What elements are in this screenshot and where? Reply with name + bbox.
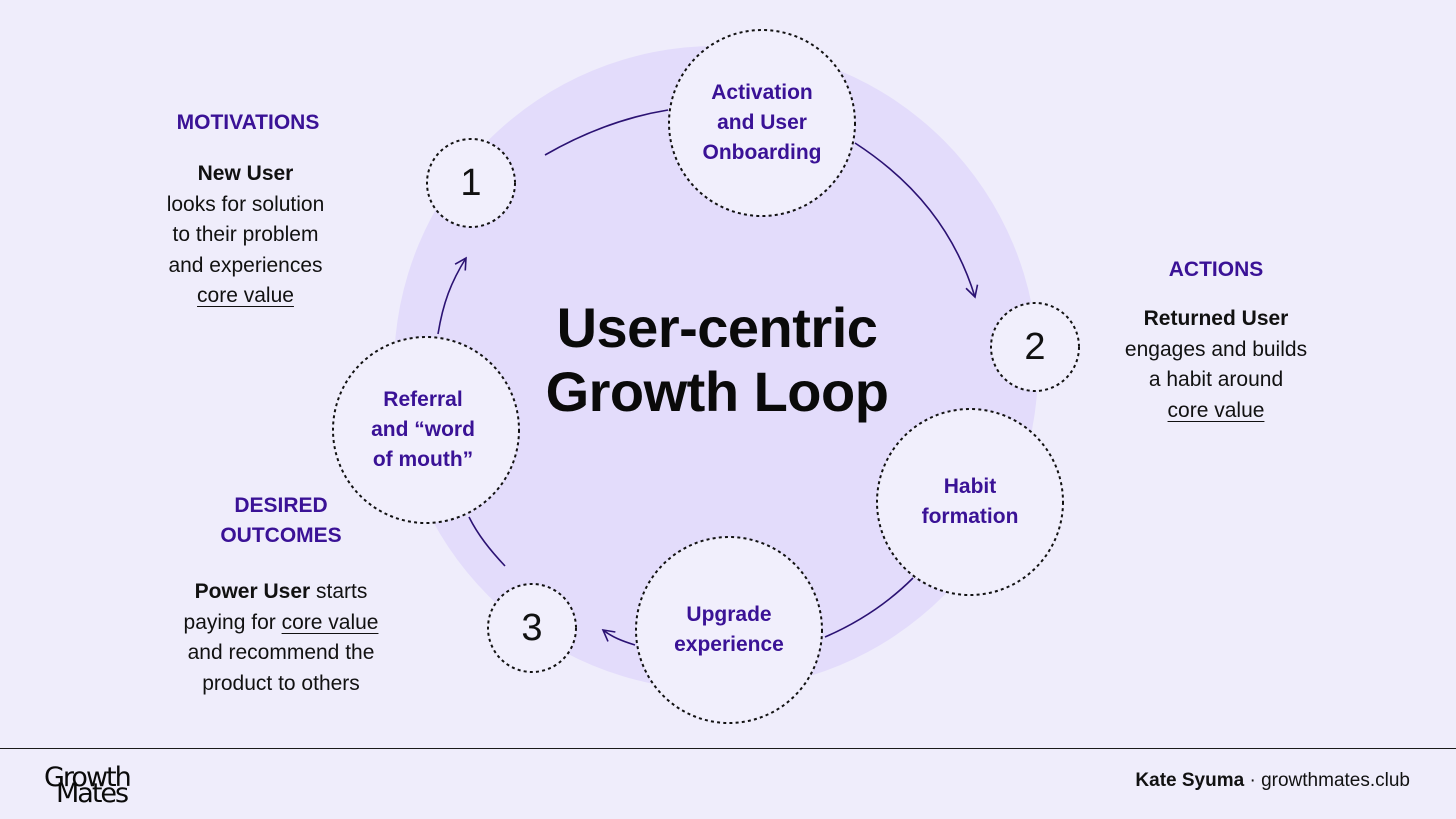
credit-separator: ·: [1244, 770, 1262, 791]
actions-core-value: core value: [1167, 398, 1265, 422]
arrow-three-to-referral: [468, 516, 506, 567]
step-two-label: 2: [1024, 325, 1046, 368]
arrow-referral-to-one: [437, 256, 467, 335]
new-user-label: New User: [197, 162, 294, 185]
outcomes-line-4: product to others: [202, 671, 360, 695]
footer-credit: Kate Syuma · growthmates.club: [1135, 770, 1410, 792]
step-three-circle: [487, 583, 577, 673]
returned-user-label: Returned User: [1143, 307, 1289, 330]
step-three-label: 3: [521, 606, 543, 649]
step-two-circle: [990, 302, 1080, 392]
site-name: growthmates.club: [1261, 770, 1410, 791]
upgrade-label: Upgrade experience: [674, 603, 784, 656]
actions-heading: ACTIONS: [1168, 258, 1264, 281]
arrow-one-to-activation: [544, 109, 669, 156]
step-one-circle: [426, 138, 516, 228]
outcomes-text: Power User starts paying for core value …: [146, 577, 416, 699]
outcomes-line-3: and recommend the: [187, 641, 375, 664]
outcomes-line-2-prefix: paying for: [183, 610, 282, 634]
motivations-line-3: and experiences: [168, 253, 323, 277]
motivations-heading: MOTIVATIONS: [176, 111, 320, 134]
outcomes-heading: DESIRED OUTCOMES: [220, 494, 342, 547]
loop-background-disc: [394, 46, 1038, 690]
actions-line-1: engages and builds: [1124, 337, 1308, 361]
habit-label: Habit formation: [921, 475, 1019, 528]
step-one-label: 1: [460, 161, 482, 204]
motivations-line-1: looks for solution: [166, 192, 325, 216]
logo-word-top: Growth: [44, 762, 132, 793]
author-name: Kate Syuma: [1135, 770, 1245, 791]
arrow-habit-to-upgrade: [824, 577, 914, 638]
outcomes-line-1-rest: starts: [310, 580, 368, 603]
referral-circle: [332, 336, 520, 524]
motivations-core-value: core value: [197, 284, 294, 307]
growthmates-logo: Growth Mates: [44, 762, 184, 809]
motivations-text: New User looks for solution to their pro…: [123, 159, 368, 312]
diagram-title: User-centric Growth Loop: [545, 296, 889, 423]
actions-line-2: a habit around: [1148, 368, 1284, 391]
habit-circle: [876, 408, 1064, 596]
upgrade-circle: [635, 536, 823, 724]
footer-divider: [0, 748, 1456, 749]
arrow-upgrade-to-three: [601, 628, 636, 646]
arrow-activation-to-two: [854, 142, 979, 299]
logo-word-bottom: Mates: [56, 778, 129, 809]
motivations-line-2: to their problem: [172, 223, 319, 246]
activation-label: Activation and User Onboarding: [702, 81, 822, 164]
activation-circle: [668, 29, 856, 217]
referral-label: Referral and “word of mouth”: [371, 388, 475, 471]
power-user-label: Power User: [194, 580, 311, 603]
actions-text: Returned User engages and builds a habit…: [1091, 304, 1341, 426]
outcomes-core-value: core value: [281, 610, 379, 634]
